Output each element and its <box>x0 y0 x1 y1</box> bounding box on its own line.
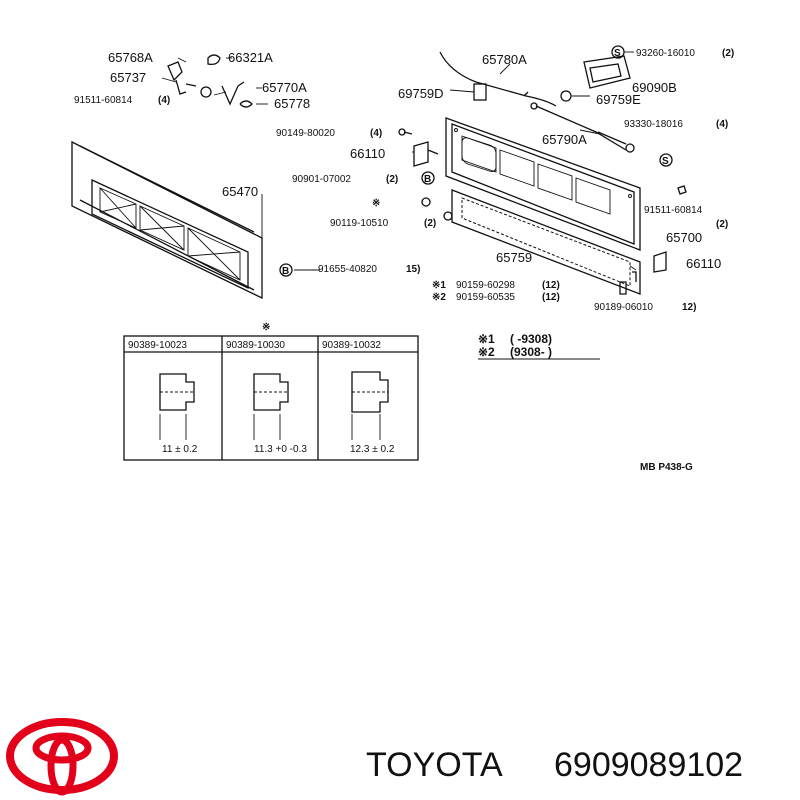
note-range-2: (9308- ) <box>510 345 552 359</box>
mark-2: ※2 <box>432 292 446 303</box>
note-range-1: ( -9308) <box>510 332 552 346</box>
seal-65759 <box>451 189 641 295</box>
hinge-lower <box>653 251 667 273</box>
label-91511-60814-right: 91511-60814 <box>644 205 703 216</box>
qty-91655: 15) <box>406 264 420 275</box>
label-69759e: 69759E <box>596 92 641 107</box>
qty-93330: (4) <box>716 119 728 130</box>
label-65737: 65737 <box>110 70 146 85</box>
svg-text:S: S <box>614 48 621 59</box>
spacer-part-3: 90389-10032 <box>322 340 381 351</box>
label-66321a: 66321A <box>228 50 273 65</box>
label-90149-80020: 90149-80020 <box>276 128 335 139</box>
label-65780a: 65780A <box>482 52 527 67</box>
label-66110-lower: 66110 <box>686 256 721 271</box>
qty-91511-right: (2) <box>716 219 728 230</box>
label-65759: 65759 <box>496 250 532 265</box>
spacer-part-2: 90389-10030 <box>226 340 285 351</box>
label-69759d: 69759D <box>398 86 444 101</box>
part-number: 6909089102 <box>554 746 743 784</box>
label-90119-10510: 90119-10510 <box>330 218 389 229</box>
label-93260-16010: 93260-16010 <box>636 48 695 59</box>
qty-90159-60298: (12) <box>542 280 560 291</box>
spacer-table: ※ 90389-10023 90389-10030 90389-10032 11… <box>123 322 419 461</box>
spacer-dim-2: 11.3 +0 -0.3 <box>254 444 307 455</box>
spacer-dim-1: 11 ± 0.2 <box>162 444 198 455</box>
toyota-logo <box>6 718 118 796</box>
svg-text:B: B <box>282 266 289 277</box>
label-65790a: 65790A <box>542 132 587 147</box>
qty-90159-60535: (12) <box>542 292 560 303</box>
note-mark-1: ※1 <box>478 332 495 346</box>
part-labels: 65768A 66321A 65737 65770A 91511-60814 (… <box>74 48 734 313</box>
label-69090b: 69090B <box>632 80 677 95</box>
qty-90149: (4) <box>370 128 382 139</box>
tailgate-65700 <box>445 117 641 251</box>
spacer-part-1: 90389-10023 <box>128 340 187 351</box>
ref-mark: ※ <box>372 198 380 209</box>
page-code: MB P438-G <box>640 462 693 473</box>
table-ref-mark: ※ <box>262 322 270 333</box>
label-65770a: 65770A <box>262 80 307 95</box>
upper-left-hinge-parts <box>161 54 268 108</box>
lock-assembly: S <box>560 45 634 102</box>
brand-name: TOYOTA <box>366 746 503 784</box>
mark-1: ※1 <box>432 280 446 291</box>
label-90159-60298: 90159-60298 <box>456 280 515 291</box>
qty-90119: (2) <box>424 218 436 229</box>
fasteners: B S B <box>279 128 687 295</box>
qty-90189: 12) <box>682 302 696 313</box>
qty-91511-left: (4) <box>158 95 170 106</box>
hinge-upper <box>413 141 439 167</box>
label-93330-18016: 93330-18016 <box>624 119 683 130</box>
note-mark-2: ※2 <box>478 345 495 359</box>
cable-assembly <box>439 51 635 153</box>
qty-93260: (2) <box>722 48 734 59</box>
spacer-dim-3: 12.3 ± 0.2 <box>350 444 395 455</box>
svg-text:S: S <box>662 156 669 167</box>
inner-panel-65470 <box>71 140 263 300</box>
svg-text:B: B <box>424 174 431 185</box>
label-65700: 65700 <box>666 230 702 245</box>
label-91511-60814-left: 91511-60814 <box>74 95 133 106</box>
label-65768a: 65768A <box>108 50 153 65</box>
label-66110-upper: 66110 <box>350 146 385 161</box>
label-90159-60535: 90159-60535 <box>456 292 515 303</box>
label-90901-07002: 90901-07002 <box>292 174 351 185</box>
qty-90901: (2) <box>386 174 398 185</box>
label-91655-40820: 91655-40820 <box>318 264 377 275</box>
label-90189-06010: 90189-06010 <box>594 302 653 313</box>
label-65778: 65778 <box>274 96 310 111</box>
variant-note: ※1 ( -9308) ※2 (9308- ) <box>478 332 600 360</box>
label-65470: 65470 <box>222 184 258 199</box>
